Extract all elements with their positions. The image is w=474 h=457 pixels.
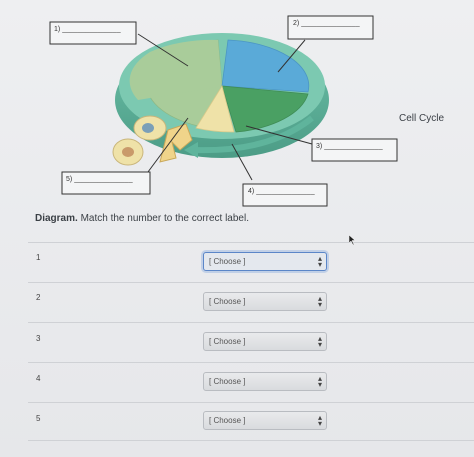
row-divider bbox=[28, 322, 474, 323]
diagram-title: Cell Cycle bbox=[399, 113, 445, 124]
cycle-arrow bbox=[195, 115, 314, 154]
dropdown-arrows-icon: ▴▾ bbox=[317, 334, 322, 349]
choose-select-5[interactable]: [ Choose ] ▴▾ bbox=[203, 411, 327, 430]
question-heading: Diagram. bbox=[35, 213, 78, 224]
svg-text:4) _______________: 4) _______________ bbox=[248, 188, 315, 195]
dropdown-arrows-icon: ▴▾ bbox=[317, 294, 322, 309]
svg-text:1) _______________: 1) _______________ bbox=[54, 26, 121, 33]
row-divider bbox=[28, 282, 474, 283]
label-box-2: 2) _______________ bbox=[287, 15, 374, 40]
cell-2-nucleus bbox=[122, 147, 134, 157]
leader-line-5 bbox=[144, 117, 189, 177]
label-box-4: 4) _______________ bbox=[242, 183, 328, 207]
sector-g2 bbox=[221, 39, 310, 93]
choose-select-2[interactable]: [ Choose ] ▴▾ bbox=[203, 292, 327, 311]
cell-1-nucleus bbox=[142, 123, 154, 133]
svg-text:3) _______________: 3) _______________ bbox=[316, 143, 383, 150]
dropdown-arrows-icon: ▴▾ bbox=[317, 374, 322, 389]
row-divider bbox=[28, 242, 474, 243]
row-divider bbox=[28, 440, 474, 441]
mouse-pointer-icon bbox=[349, 235, 356, 245]
svg-text:2) _______________: 2) _______________ bbox=[293, 20, 360, 27]
dividing-cell bbox=[159, 123, 193, 163]
label-box-1: 1) _______________ bbox=[49, 21, 137, 45]
select-value-1: [ Choose ] bbox=[209, 257, 246, 266]
sector-s bbox=[221, 85, 309, 133]
leader-line-1 bbox=[137, 33, 189, 67]
row-number-4: 4 bbox=[36, 374, 41, 383]
choose-select-3[interactable]: [ Choose ] ▴▾ bbox=[203, 332, 327, 351]
label-box-5: 5) _______________ bbox=[61, 171, 151, 195]
choose-select-1[interactable]: [ Choose ] ▴▾ bbox=[203, 252, 327, 271]
select-value-4: [ Choose ] bbox=[209, 377, 246, 386]
question-prompt: Diagram. Match the number to the correct… bbox=[35, 213, 249, 224]
cycle-arrow-head bbox=[184, 142, 198, 158]
cell-cycle-diagram: 1) _______________ 2) _______________ 3)… bbox=[49, 15, 398, 207]
row-divider bbox=[28, 362, 474, 363]
choose-select-4[interactable]: [ Choose ] ▴▾ bbox=[203, 372, 327, 391]
leader-line-2 bbox=[277, 39, 306, 73]
dropdown-arrows-icon: ▴▾ bbox=[317, 413, 322, 428]
leader-line-4 bbox=[231, 143, 253, 181]
svg-text:5) _______________: 5) _______________ bbox=[66, 176, 133, 183]
row-number-3: 3 bbox=[36, 334, 41, 343]
row-divider bbox=[28, 402, 474, 403]
sector-g1-extend bbox=[129, 39, 222, 100]
label-box-3: 3) _______________ bbox=[311, 138, 398, 162]
question-instruction: Match the number to the correct label. bbox=[80, 213, 249, 224]
sector-m bbox=[195, 84, 235, 133]
row-number-5: 5 bbox=[36, 414, 41, 423]
select-value-2: [ Choose ] bbox=[209, 297, 246, 306]
leader-line-3 bbox=[245, 125, 313, 145]
row-number-1: 1 bbox=[36, 253, 41, 262]
row-number-2: 2 bbox=[36, 293, 41, 302]
select-value-5: [ Choose ] bbox=[209, 416, 246, 425]
select-value-3: [ Choose ] bbox=[209, 337, 246, 346]
dropdown-arrows-icon: ▴▾ bbox=[317, 254, 322, 269]
